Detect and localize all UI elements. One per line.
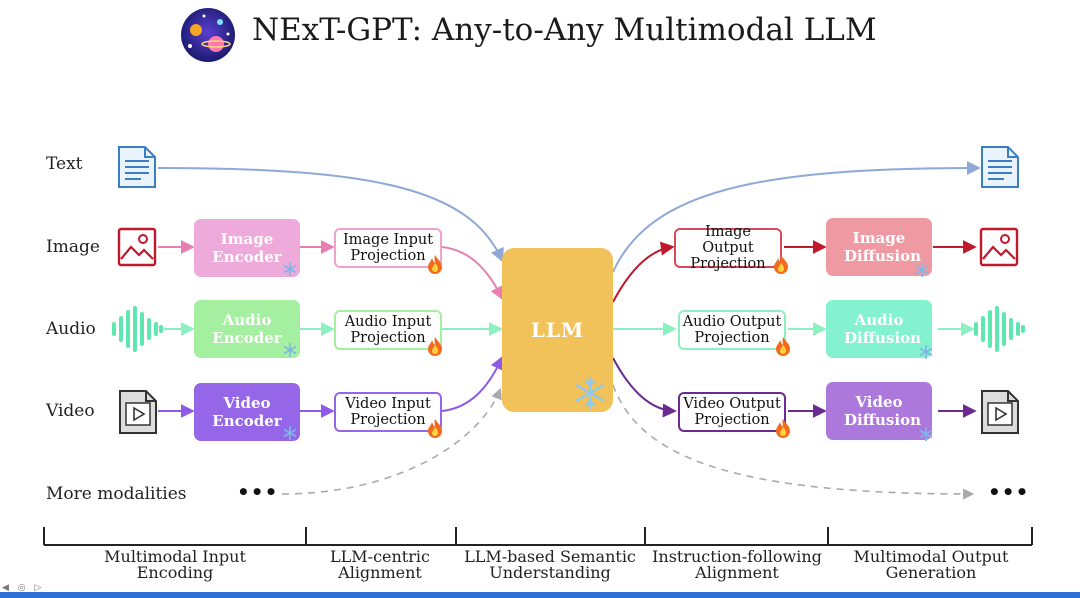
video-diffusion-box: Video Diffusion <box>826 382 932 440</box>
audio-input-projection-box: Audio Input Projection <box>334 310 442 350</box>
viewer-bottom-bar <box>0 592 1080 598</box>
trainable-flame-icon <box>428 255 442 274</box>
trainable-flame-icon <box>428 337 442 356</box>
frozen-snowflake-icon <box>915 263 929 277</box>
more-modalities-input-ellipsis: ••• <box>237 480 279 504</box>
image-output-icon <box>979 227 1019 267</box>
video-input-projection-label: Video Input Projection <box>345 396 431 428</box>
stage-instruction-following-alignment: Instruction-following Alignment <box>652 547 822 582</box>
audio-waveform-icon <box>112 306 163 352</box>
frozen-snowflake-icon <box>919 427 933 441</box>
more-modalities-to-llm-arrow <box>281 387 502 495</box>
viewer-controls-icon[interactable]: ◀ ◎ ▷ <box>2 583 45 593</box>
page-title: NExT-GPT: Any-to-Any Multimodal LLM <box>252 12 877 48</box>
audio-diffusion-box: Audio Diffusion <box>826 300 932 358</box>
video-file-output-icon <box>981 390 1019 434</box>
frozen-snowflake-icon <box>283 426 297 440</box>
trainable-flame-icon <box>776 337 790 356</box>
audio-output-projection-label: Audio Output Projection <box>682 314 782 346</box>
image-output-projection-box: Image Output Projection <box>674 224 782 272</box>
image-diffusion-box: Image Diffusion <box>826 218 932 276</box>
llm-box: LLM <box>502 248 613 412</box>
image-input-projection-box: Image Input Projection <box>334 228 442 268</box>
video-encoder-label: Video Encoder <box>212 394 282 430</box>
image-encoder-box: Image Encoder <box>194 219 300 277</box>
video-diffusion-label: Video Diffusion <box>844 393 921 429</box>
image-icon <box>117 227 157 267</box>
trainable-flame-icon <box>428 419 442 438</box>
video-projection-to-llm-arrow <box>441 355 504 412</box>
video-modality-label: Video <box>46 401 95 421</box>
trainable-flame-icon <box>774 255 788 274</box>
video-output-projection-box: Video Output Projection <box>678 392 786 432</box>
audio-encoder-box: Audio Encoder <box>194 300 300 358</box>
text-document-output-icon <box>981 146 1019 188</box>
text-modality-label: Text <box>46 154 83 174</box>
llm-to-image-output-projection-arrow <box>612 241 675 303</box>
llm-to-video-output-projection-arrow <box>612 357 677 418</box>
stage-llm-centric-alignment: LLM-centric Alignment <box>330 547 430 582</box>
audio-output-projection-box: Audio Output Projection <box>678 310 786 350</box>
frozen-snowflake-icon <box>919 345 933 359</box>
more-modalities-output-ellipsis: ••• <box>988 480 1030 504</box>
video-input-projection-box: Video Input Projection <box>334 392 442 432</box>
stage-multimodal-input-encoding: Multimodal Input Encoding <box>104 547 246 582</box>
frozen-snowflake-icon <box>283 262 297 276</box>
audio-modality-label: Audio <box>46 319 96 339</box>
image-projection-to-llm-arrow <box>441 246 504 301</box>
video-encoder-box: Video Encoder <box>194 383 300 441</box>
stage-multimodal-output-generation: Multimodal Output Generation <box>853 547 1009 582</box>
video-output-projection-label: Video Output Projection <box>683 396 781 428</box>
more-modalities-label: More modalities <box>46 484 187 504</box>
audio-diffusion-label: Audio Diffusion <box>844 311 921 347</box>
frozen-snowflake-icon <box>575 376 605 410</box>
image-input-projection-label: Image Input Projection <box>342 232 434 264</box>
audio-waveform-output-icon <box>974 306 1025 352</box>
image-output-projection-label: Image Output Projection <box>690 224 766 272</box>
planet-logo-icon <box>181 8 235 62</box>
text-to-llm-arrow <box>157 167 504 263</box>
stage-bracket <box>43 527 1033 546</box>
llm-label: LLM <box>530 318 585 342</box>
image-encoder-label: Image Encoder <box>212 230 282 266</box>
frozen-snowflake-icon <box>283 343 297 357</box>
stage-llm-based-semantic-understanding: LLM-based Semantic Understanding <box>464 547 636 582</box>
video-file-icon <box>119 390 157 434</box>
llm-to-more-modalities-output-arrow <box>612 384 975 500</box>
trainable-flame-icon <box>776 419 790 438</box>
image-modality-label: Image <box>46 237 100 257</box>
text-document-icon <box>118 146 156 188</box>
audio-input-projection-label: Audio Input Projection <box>344 314 432 346</box>
image-diffusion-label: Image Diffusion <box>844 229 921 265</box>
llm-to-text-output-arrow <box>612 161 981 273</box>
audio-encoder-label: Audio Encoder <box>212 311 282 347</box>
